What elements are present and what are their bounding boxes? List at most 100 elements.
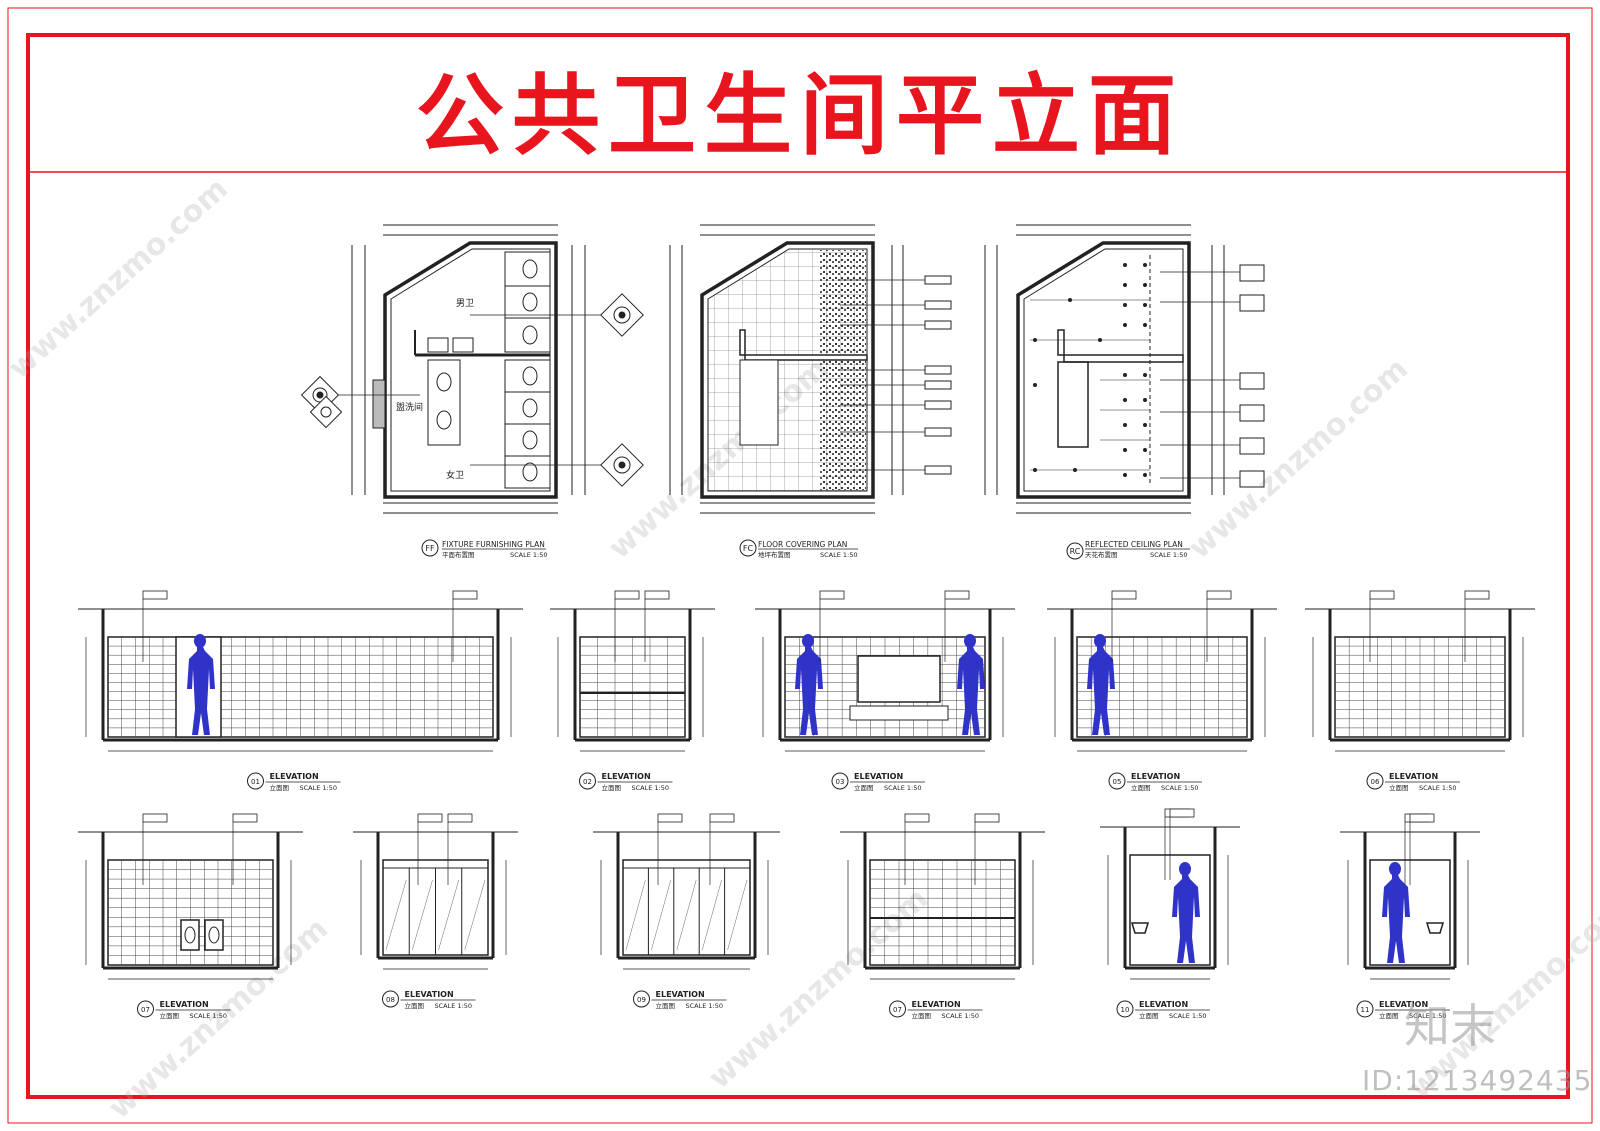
elevation-subtitle: 立面图 — [405, 1001, 425, 1010]
plan-tag: RC — [1070, 547, 1081, 556]
plan-title: REFLECTED CEILING PLAN — [1085, 540, 1183, 549]
elevation-title: ELEVATION — [1389, 772, 1438, 781]
plan-ff-room-labels: 男卫 女卫 盥洗间 — [396, 298, 474, 481]
wall-outline — [622, 859, 751, 956]
elevation-subtitle: 立面图 — [602, 783, 622, 792]
material-tag — [709, 813, 735, 823]
elevation-scale: SCALE 1:50 — [686, 1002, 724, 1010]
plan-rc-caption: RC REFLECTED CEILING PLAN 天花布置图 SCALE 1:… — [1066, 540, 1190, 560]
material-tag — [1409, 813, 1435, 823]
plan-scale: SCALE 1:50 — [510, 551, 548, 559]
plan-tag: FF — [425, 544, 435, 553]
plan-floor-covering — [669, 224, 952, 514]
material-tag — [417, 813, 443, 823]
plan-ff-caption: FF FIXTURE FURNISHING PLAN 平面布置图 SCALE 1… — [421, 539, 548, 559]
elevation-tag-circle — [1108, 772, 1126, 790]
elevation-tag: 03 — [836, 778, 845, 786]
plan-scale: SCALE 1:50 — [820, 551, 858, 559]
elevation-title: ELEVATION — [854, 772, 903, 781]
inner-frame — [26, 33, 1570, 1099]
elevation-scale: SCALE 1:50 — [190, 1012, 228, 1020]
elevation-subtitle: 立面图 — [1131, 783, 1151, 792]
elevation-tag-circle — [1116, 1000, 1134, 1018]
material-tag — [944, 590, 970, 600]
elevation-subtitle: 立面图 — [270, 783, 290, 792]
elevation-subtitle: 立面图 — [1139, 1011, 1159, 1020]
elevation-title: ELEVATION — [1139, 1000, 1188, 1009]
elevation-tag: 11 — [1361, 1006, 1370, 1014]
urinal — [180, 919, 200, 951]
elevation-scale: SCALE 1:50 — [1169, 1012, 1207, 1020]
plan-fixture-furnishing — [336, 224, 608, 514]
door-swing — [727, 879, 748, 951]
elevation-title: ELEVATION — [656, 990, 705, 999]
material-tag — [1111, 590, 1137, 600]
door-swing — [464, 879, 486, 951]
elevation-scale: SCALE 1:50 — [1419, 784, 1457, 792]
material-tag — [1369, 590, 1395, 600]
material-tag — [142, 813, 168, 823]
door-swing — [412, 879, 433, 951]
room-label-men: 男卫 — [456, 298, 474, 309]
elevation-subtitle: 立面图 — [854, 783, 874, 792]
elevation-tag-circle — [831, 772, 849, 790]
elevation-tag: 07 — [141, 1006, 150, 1014]
human-figure — [1382, 861, 1410, 963]
elevation-scale: SCALE 1:50 — [300, 784, 338, 792]
material-tag — [1464, 590, 1490, 600]
elevation-subtitle: 立面图 — [1379, 1011, 1399, 1020]
elevation-tag-circle — [579, 772, 596, 790]
door-swing — [385, 879, 407, 951]
mirror — [857, 655, 941, 703]
urinal-bowl — [208, 926, 220, 944]
outer-frame — [7, 7, 1593, 1124]
elevation-tag: 09 — [637, 996, 646, 1004]
plan-rc-lights — [1033, 263, 1147, 477]
elevation-tag-circle — [889, 1000, 906, 1018]
material-tag — [447, 813, 473, 823]
plan-subtitle: 地坪布置图 — [758, 550, 791, 559]
elevation-subtitle: 立面图 — [656, 1001, 676, 1010]
material-tag — [974, 813, 1000, 823]
elevation-title: ELEVATION — [405, 990, 454, 999]
watermark-text: www.znzmo.com — [1182, 351, 1415, 566]
material-tag — [452, 590, 478, 600]
human-figure — [957, 633, 985, 735]
material-tag — [142, 590, 168, 600]
watermark-text: www.znzmo.com — [702, 881, 935, 1096]
elevation-tag: 08 — [386, 996, 395, 1004]
elevation-title: ELEVATION — [270, 772, 319, 781]
wash-basin — [1130, 922, 1150, 934]
human-figure — [1087, 633, 1115, 735]
elevation-scale: SCALE 1:50 — [884, 784, 922, 792]
elevation-tag: 06 — [1371, 778, 1380, 786]
human-figure — [1172, 861, 1200, 963]
elevation-title: ELEVATION — [1379, 1000, 1428, 1009]
elevation-title: ELEVATION — [602, 772, 651, 781]
room-label-women: 女卫 — [446, 469, 464, 481]
elevation-subtitle: 立面图 — [160, 1011, 180, 1020]
room-label-wash: 盥洗间 — [396, 401, 423, 413]
brand-watermark: 知末 — [1404, 999, 1496, 1053]
door-swing — [676, 879, 697, 951]
human-figure — [795, 633, 823, 735]
elevation-3: 03 ELEVATION 立面图 SCALE 1:50 — [755, 590, 1015, 792]
elevation-scale: SCALE 1:50 — [1161, 784, 1199, 792]
elevation-title: ELEVATION — [1131, 772, 1180, 781]
door-swing — [438, 879, 459, 951]
material-tag — [1206, 590, 1232, 600]
door-swing — [625, 879, 646, 951]
human-figure — [187, 633, 215, 735]
elevation-subtitle: 立面图 — [912, 1011, 932, 1020]
elevation-tag-circle — [1356, 1000, 1374, 1018]
elevation-title: ELEVATION — [912, 1000, 961, 1009]
elevation-scale: SCALE 1:50 — [632, 784, 670, 792]
vanity-counter — [849, 705, 949, 721]
